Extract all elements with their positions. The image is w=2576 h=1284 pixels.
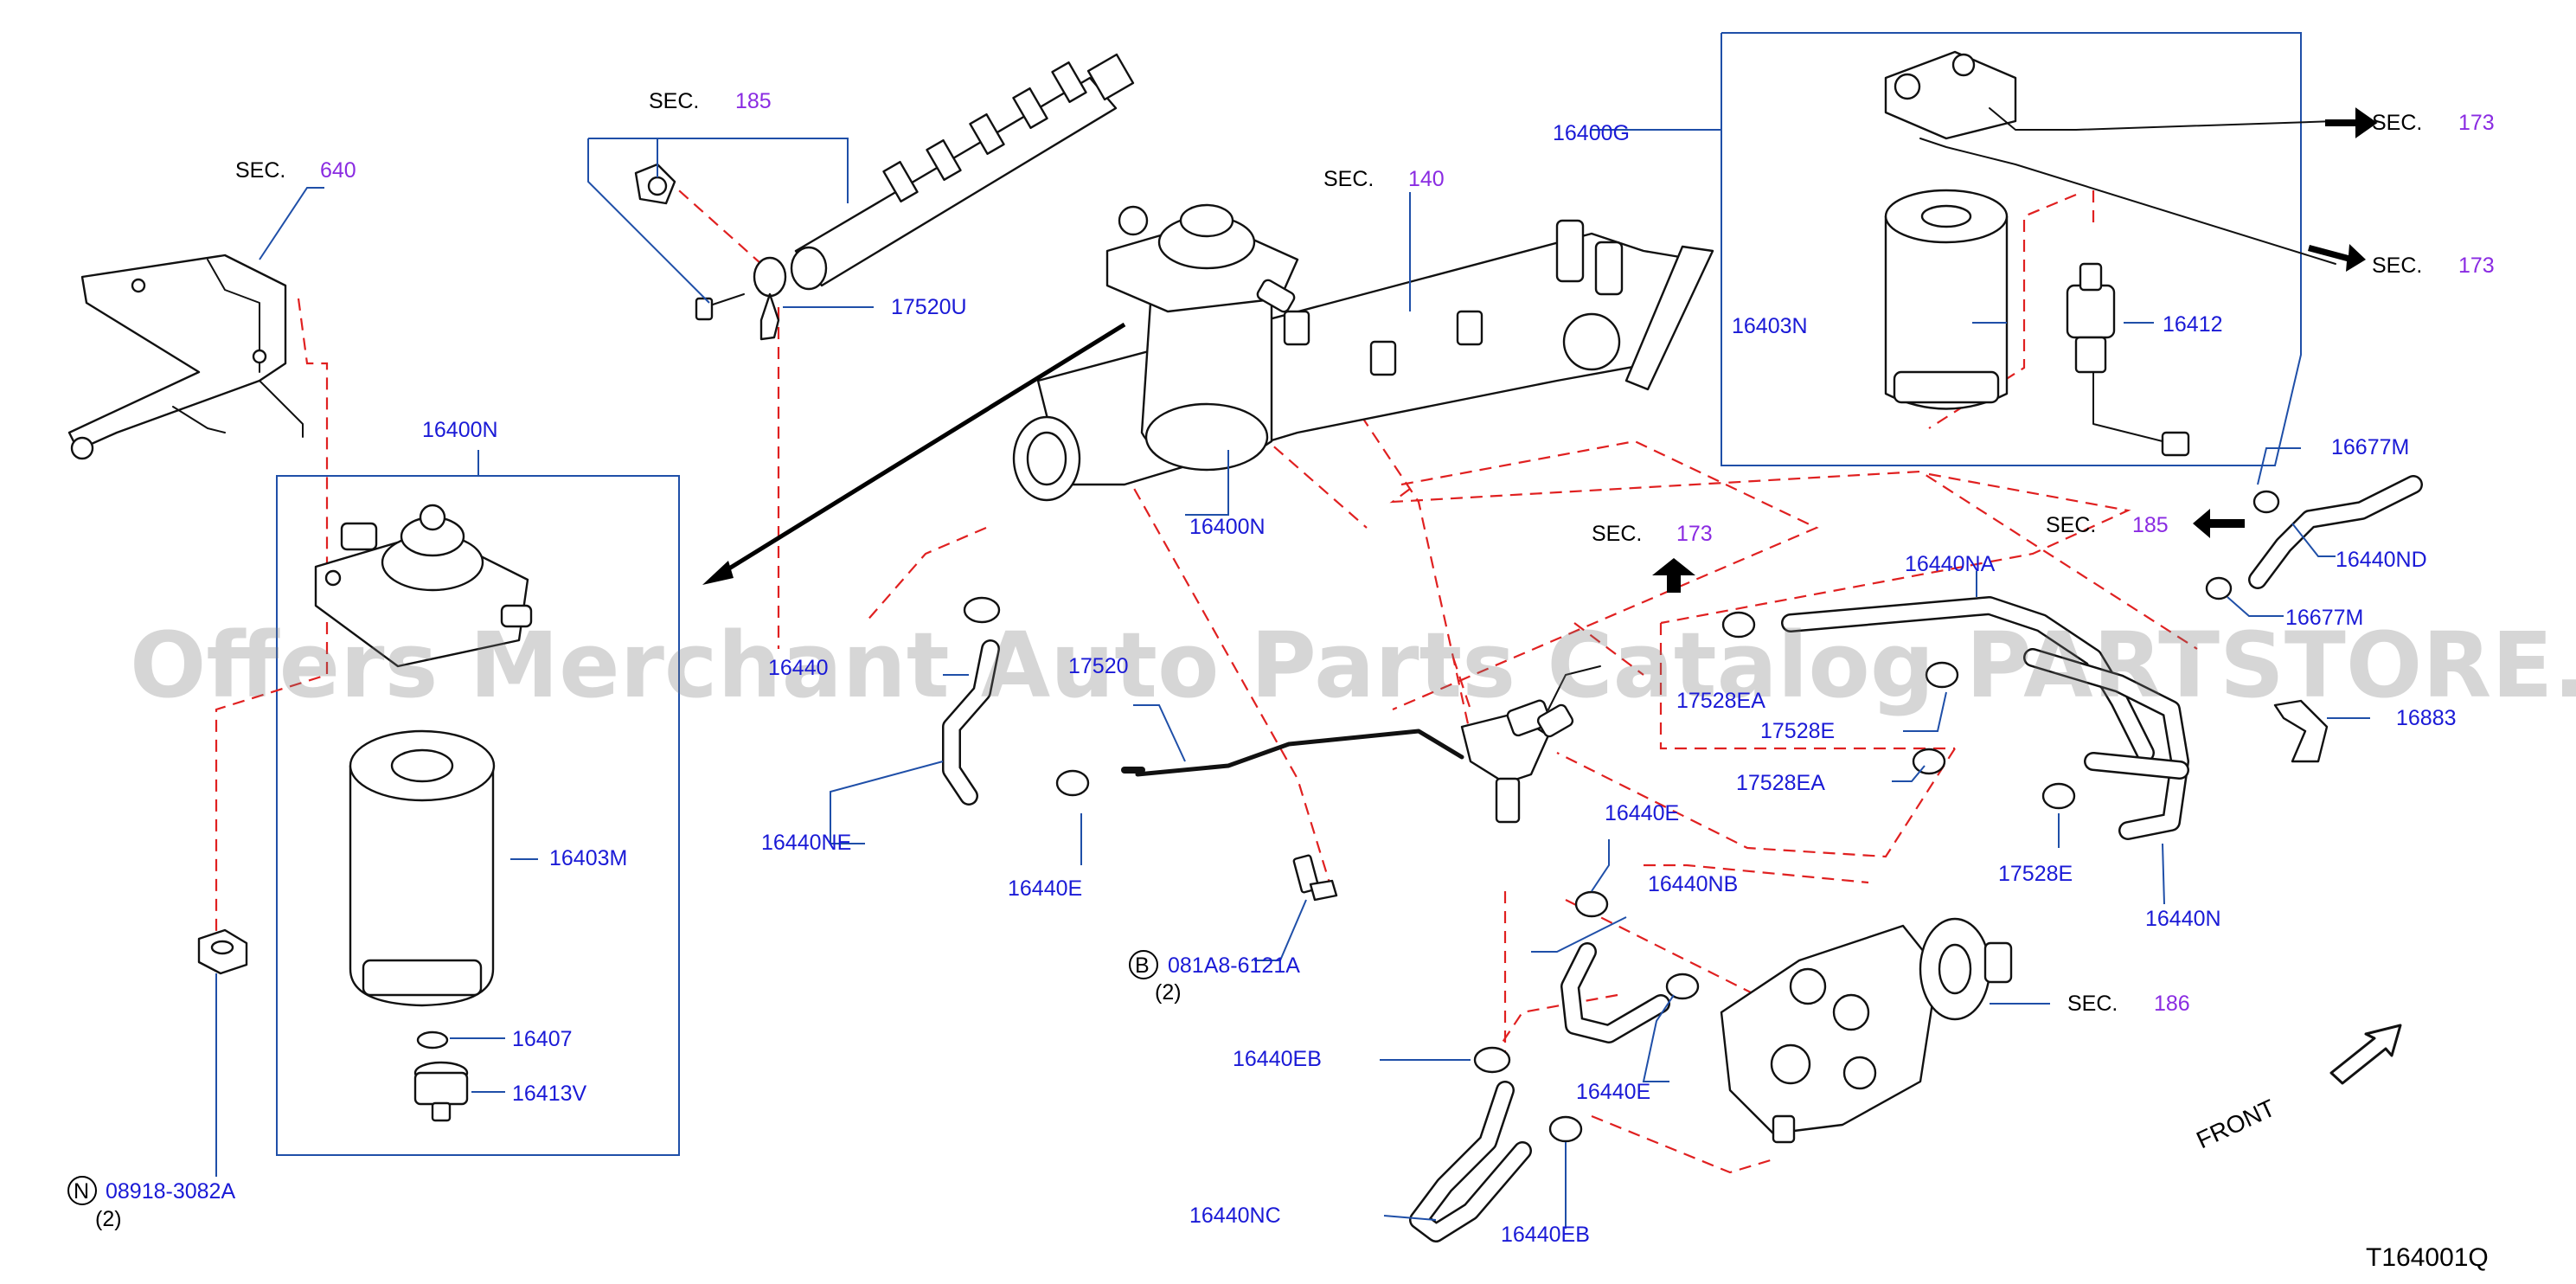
svg-text:B: B <box>1135 953 1150 978</box>
watermark: Offers Merchant Auto Parts Catalog PARTS… <box>130 613 2576 718</box>
sec-186[interactable]: SEC. 186 <box>2067 992 2190 1016</box>
label-16403M[interactable]: 16403M <box>549 846 627 870</box>
label-16440NC[interactable]: 16440NC <box>1189 1204 1281 1228</box>
hose-16440NB <box>1560 942 1670 1043</box>
sensor-16412 <box>2066 262 2190 457</box>
svg-text:SEC.: SEC. <box>2067 992 2118 1016</box>
label-16440NE[interactable]: 16440NE <box>761 831 851 855</box>
label-16407[interactable]: 16407 <box>512 1027 573 1051</box>
svg-text:081A8-6121A: 081A8-6121A <box>1168 953 1300 978</box>
injection-pump-186 <box>1720 917 2013 1144</box>
label-16412[interactable]: 16412 <box>2163 312 2223 337</box>
bracket-640 <box>67 254 304 460</box>
hose-16440ND <box>2248 475 2423 589</box>
label-16440E-c[interactable]: 16440E <box>1008 876 1082 901</box>
filter-head-16400N <box>314 504 533 668</box>
svg-text:640: 640 <box>320 158 356 183</box>
svg-text:173: 173 <box>1676 522 1713 546</box>
label-16413V[interactable]: 16413V <box>512 1082 587 1106</box>
fitting-17520U <box>695 256 787 341</box>
sec-140[interactable]: SEC. 140 <box>1323 167 1445 191</box>
label-16400N-center[interactable]: 16400N <box>1189 515 1266 539</box>
label-16440EB-a[interactable]: 16440EB <box>1233 1047 1322 1071</box>
svg-text:(2): (2) <box>95 1207 122 1231</box>
svg-text:SEC.: SEC. <box>2046 513 2096 537</box>
svg-text:173: 173 <box>2458 111 2495 135</box>
dashed-connections <box>215 177 2198 1174</box>
sec-640[interactable]: SEC. 640 <box>235 158 356 183</box>
label-16677M-top[interactable]: 16677M <box>2331 435 2409 459</box>
sec-185-top[interactable]: SEC. 185 <box>649 89 772 113</box>
fuel-rail-185 <box>634 53 1135 291</box>
svg-text:185: 185 <box>2132 513 2169 537</box>
svg-text:SEC.: SEC. <box>2372 254 2422 278</box>
label-17528E-b[interactable]: 17528E <box>1998 862 2073 886</box>
sec-173-b[interactable]: SEC. 173 <box>2372 254 2495 278</box>
t-joint <box>1460 665 1601 824</box>
hose-16440N <box>2023 648 2189 840</box>
label-16677M-bottom[interactable]: 16677M <box>2285 606 2363 630</box>
svg-text:140: 140 <box>1408 167 1445 191</box>
label-16440ND[interactable]: 16440ND <box>2336 548 2427 572</box>
leader-lines <box>215 129 2370 1229</box>
label-16403N[interactable]: 16403N <box>1732 314 1808 338</box>
label-16440NB[interactable]: 16440NB <box>1648 872 1738 896</box>
bolt-label[interactable]: B 081A8-6121A (2) <box>1129 950 1300 1005</box>
box-16400G <box>1721 32 2302 466</box>
sec-185-right[interactable]: SEC. 185 <box>2046 513 2169 537</box>
label-17528E-a[interactable]: 17528E <box>1760 719 1835 743</box>
svg-text:08918-3082A: 08918-3082A <box>106 1179 235 1204</box>
clamps <box>963 490 2280 1143</box>
label-16440EB-b[interactable]: 16440EB <box>1501 1223 1590 1247</box>
fuel-filter-16403M <box>349 729 496 1007</box>
sec-173-a[interactable]: SEC. 173 <box>2372 111 2495 135</box>
label-17528EA-a[interactable]: 17528EA <box>1676 689 1765 713</box>
front-label: FRONT <box>2192 1095 2279 1154</box>
label-16883[interactable]: 16883 <box>2396 706 2457 730</box>
o-ring-16407 <box>416 1030 449 1050</box>
label-16400N-box[interactable]: 16400N <box>422 418 498 442</box>
label-17520[interactable]: 17520 <box>1068 654 1129 678</box>
svg-text:185: 185 <box>735 89 772 113</box>
fuel-filter-assembly-center <box>1105 203 1299 472</box>
svg-text:N: N <box>74 1179 89 1204</box>
label-16440-left[interactable]: 16440 <box>768 656 829 680</box>
hose-16440NA <box>1781 596 2155 762</box>
label-16440NA[interactable]: 16440NA <box>1905 552 1996 576</box>
svg-text:SEC.: SEC. <box>1592 522 1642 546</box>
nut-08918-3082A <box>197 928 248 975</box>
fuel-filter-16403N <box>1884 189 2009 410</box>
bracket-16883 <box>2273 699 2329 763</box>
hose-17520 <box>1121 729 1464 777</box>
label-17528EA-b[interactable]: 17528EA <box>1736 771 1825 795</box>
bolt-081A8-6121A <box>1292 854 1338 902</box>
sec-173-c[interactable]: SEC. 173 <box>1592 522 1713 546</box>
svg-text:(2): (2) <box>1155 980 1182 1005</box>
label-16440N-right[interactable]: 16440N <box>2145 907 2221 931</box>
svg-text:SEC.: SEC. <box>235 158 285 183</box>
svg-text:SEC.: SEC. <box>649 89 699 113</box>
hose-16440NE <box>942 639 1000 806</box>
filter-head-16400G <box>1884 50 2336 265</box>
svg-text:186: 186 <box>2154 992 2190 1016</box>
label-16440E-a[interactable]: 16440E <box>1605 801 1679 825</box>
svg-text:173: 173 <box>2458 254 2495 278</box>
label-16400G[interactable]: 16400G <box>1553 121 1630 145</box>
drain-plug-16413V <box>413 1061 469 1122</box>
diagram-code: T164001Q <box>2366 1243 2489 1272</box>
svg-text:SEC.: SEC. <box>2372 111 2422 135</box>
svg-text:SEC.: SEC. <box>1323 167 1374 191</box>
direction-arrows <box>702 107 2402 1085</box>
label-16440E-b[interactable]: 16440E <box>1576 1080 1650 1104</box>
hose-16440NC <box>1409 1081 1532 1242</box>
nut-label[interactable]: N 08918-3082A (2) <box>67 1176 235 1231</box>
label-17520U[interactable]: 17520U <box>891 295 967 319</box>
